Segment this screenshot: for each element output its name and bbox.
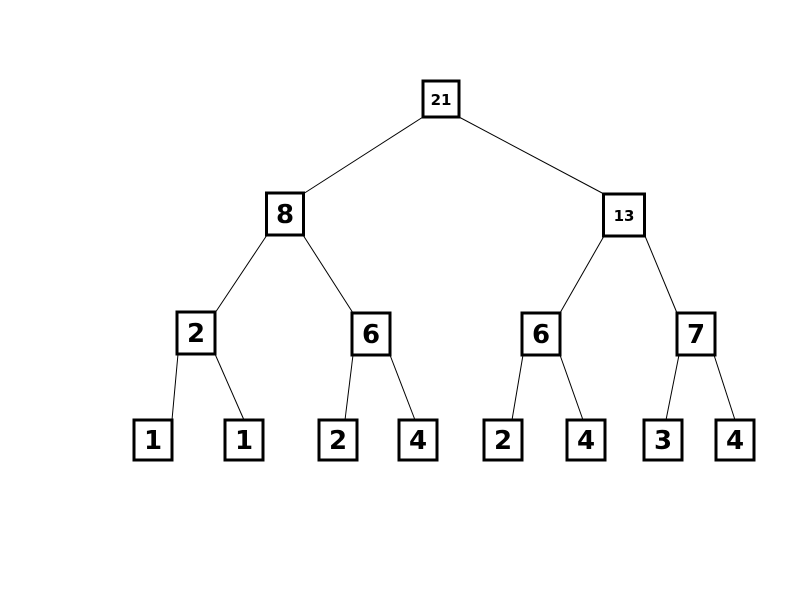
node-label-l2b: 6 (362, 320, 380, 350)
node-box-l3h (714, 418, 756, 462)
node-box-l1b (602, 192, 646, 238)
node-label-l3g: 3 (654, 426, 672, 456)
tree-edge-l1a-to-l2a (214, 234, 268, 314)
tree-edge-l1b-to-l2d (644, 235, 678, 314)
tree-node-l3a[interactable]: 1 (132, 418, 174, 462)
tree-node-l2d[interactable]: 7 (675, 311, 717, 357)
tree-node-l2a[interactable]: 2 (175, 310, 217, 356)
tree-edge-root-to-l1a (302, 116, 424, 195)
tree-node-l3g[interactable]: 3 (642, 418, 684, 462)
node-box-l3f (565, 418, 607, 462)
tree-edge-l1b-to-l2c (559, 235, 605, 314)
node-box-l2b (350, 311, 392, 357)
node-box-l1a (265, 191, 305, 237)
tree-edge-l2a-to-l3a (171, 353, 179, 421)
tree-node-l2c[interactable]: 6 (520, 311, 562, 357)
node-box-l3a (132, 418, 174, 462)
tree-node-l3c[interactable]: 2 (317, 418, 359, 462)
tree-edge-l2a-to-l3b (214, 353, 245, 421)
node-label-root: 21 (431, 91, 452, 109)
tree-node-l1a[interactable]: 8 (265, 191, 305, 237)
node-label-l1a: 8 (276, 200, 294, 230)
tree-node-l3b[interactable]: 1 (223, 418, 265, 462)
tree-edge-l2c-to-l3f (559, 354, 584, 421)
node-box-l3g (642, 418, 684, 462)
node-box-l3d (397, 418, 439, 462)
node-box-l3b (223, 418, 265, 462)
node-label-l3b: 1 (235, 426, 253, 456)
node-box-root (421, 79, 461, 119)
node-label-l3c: 2 (329, 426, 347, 456)
tree-edge-l2b-to-l3d (389, 354, 416, 421)
node-label-l3e: 2 (494, 426, 512, 456)
tree-node-l3d[interactable]: 4 (397, 418, 439, 462)
tree-node-l3e[interactable]: 2 (482, 418, 524, 462)
node-label-l3d: 4 (409, 426, 427, 456)
tree-node-l2b[interactable]: 6 (350, 311, 392, 357)
edge-layer (171, 116, 736, 421)
node-box-l2a (175, 310, 217, 356)
tree-node-root[interactable]: 21 (421, 79, 461, 119)
tree-node-l3f[interactable]: 4 (565, 418, 607, 462)
node-box-l3e (482, 418, 524, 462)
node-label-l2a: 2 (187, 319, 205, 349)
tree-node-l3h[interactable]: 4 (714, 418, 756, 462)
node-label-l3a: 1 (144, 426, 162, 456)
tree-edge-l1a-to-l2b (302, 234, 354, 314)
tree-edge-l2d-to-l3g (665, 354, 680, 421)
tree-node-l1b[interactable]: 13 (602, 192, 646, 238)
node-label-l1b: 13 (614, 207, 635, 225)
node-layer: 21 8 13 2 6 6 7 1 1 2 4 2 4 3 4 (132, 79, 756, 462)
tree-edge-l2b-to-l3c (344, 354, 354, 421)
tree-edge-l2d-to-l3h (713, 354, 736, 421)
node-box-l3c (317, 418, 359, 462)
tree-edge-root-to-l1b (458, 116, 605, 195)
node-label-l3f: 4 (577, 426, 595, 456)
tree-edge-l2c-to-l3e (511, 354, 524, 421)
node-label-l2c: 6 (532, 320, 550, 350)
node-box-l2c (520, 311, 562, 357)
node-label-l2d: 7 (687, 320, 705, 350)
node-label-l3h: 4 (726, 426, 744, 456)
node-box-l2d (675, 311, 717, 357)
